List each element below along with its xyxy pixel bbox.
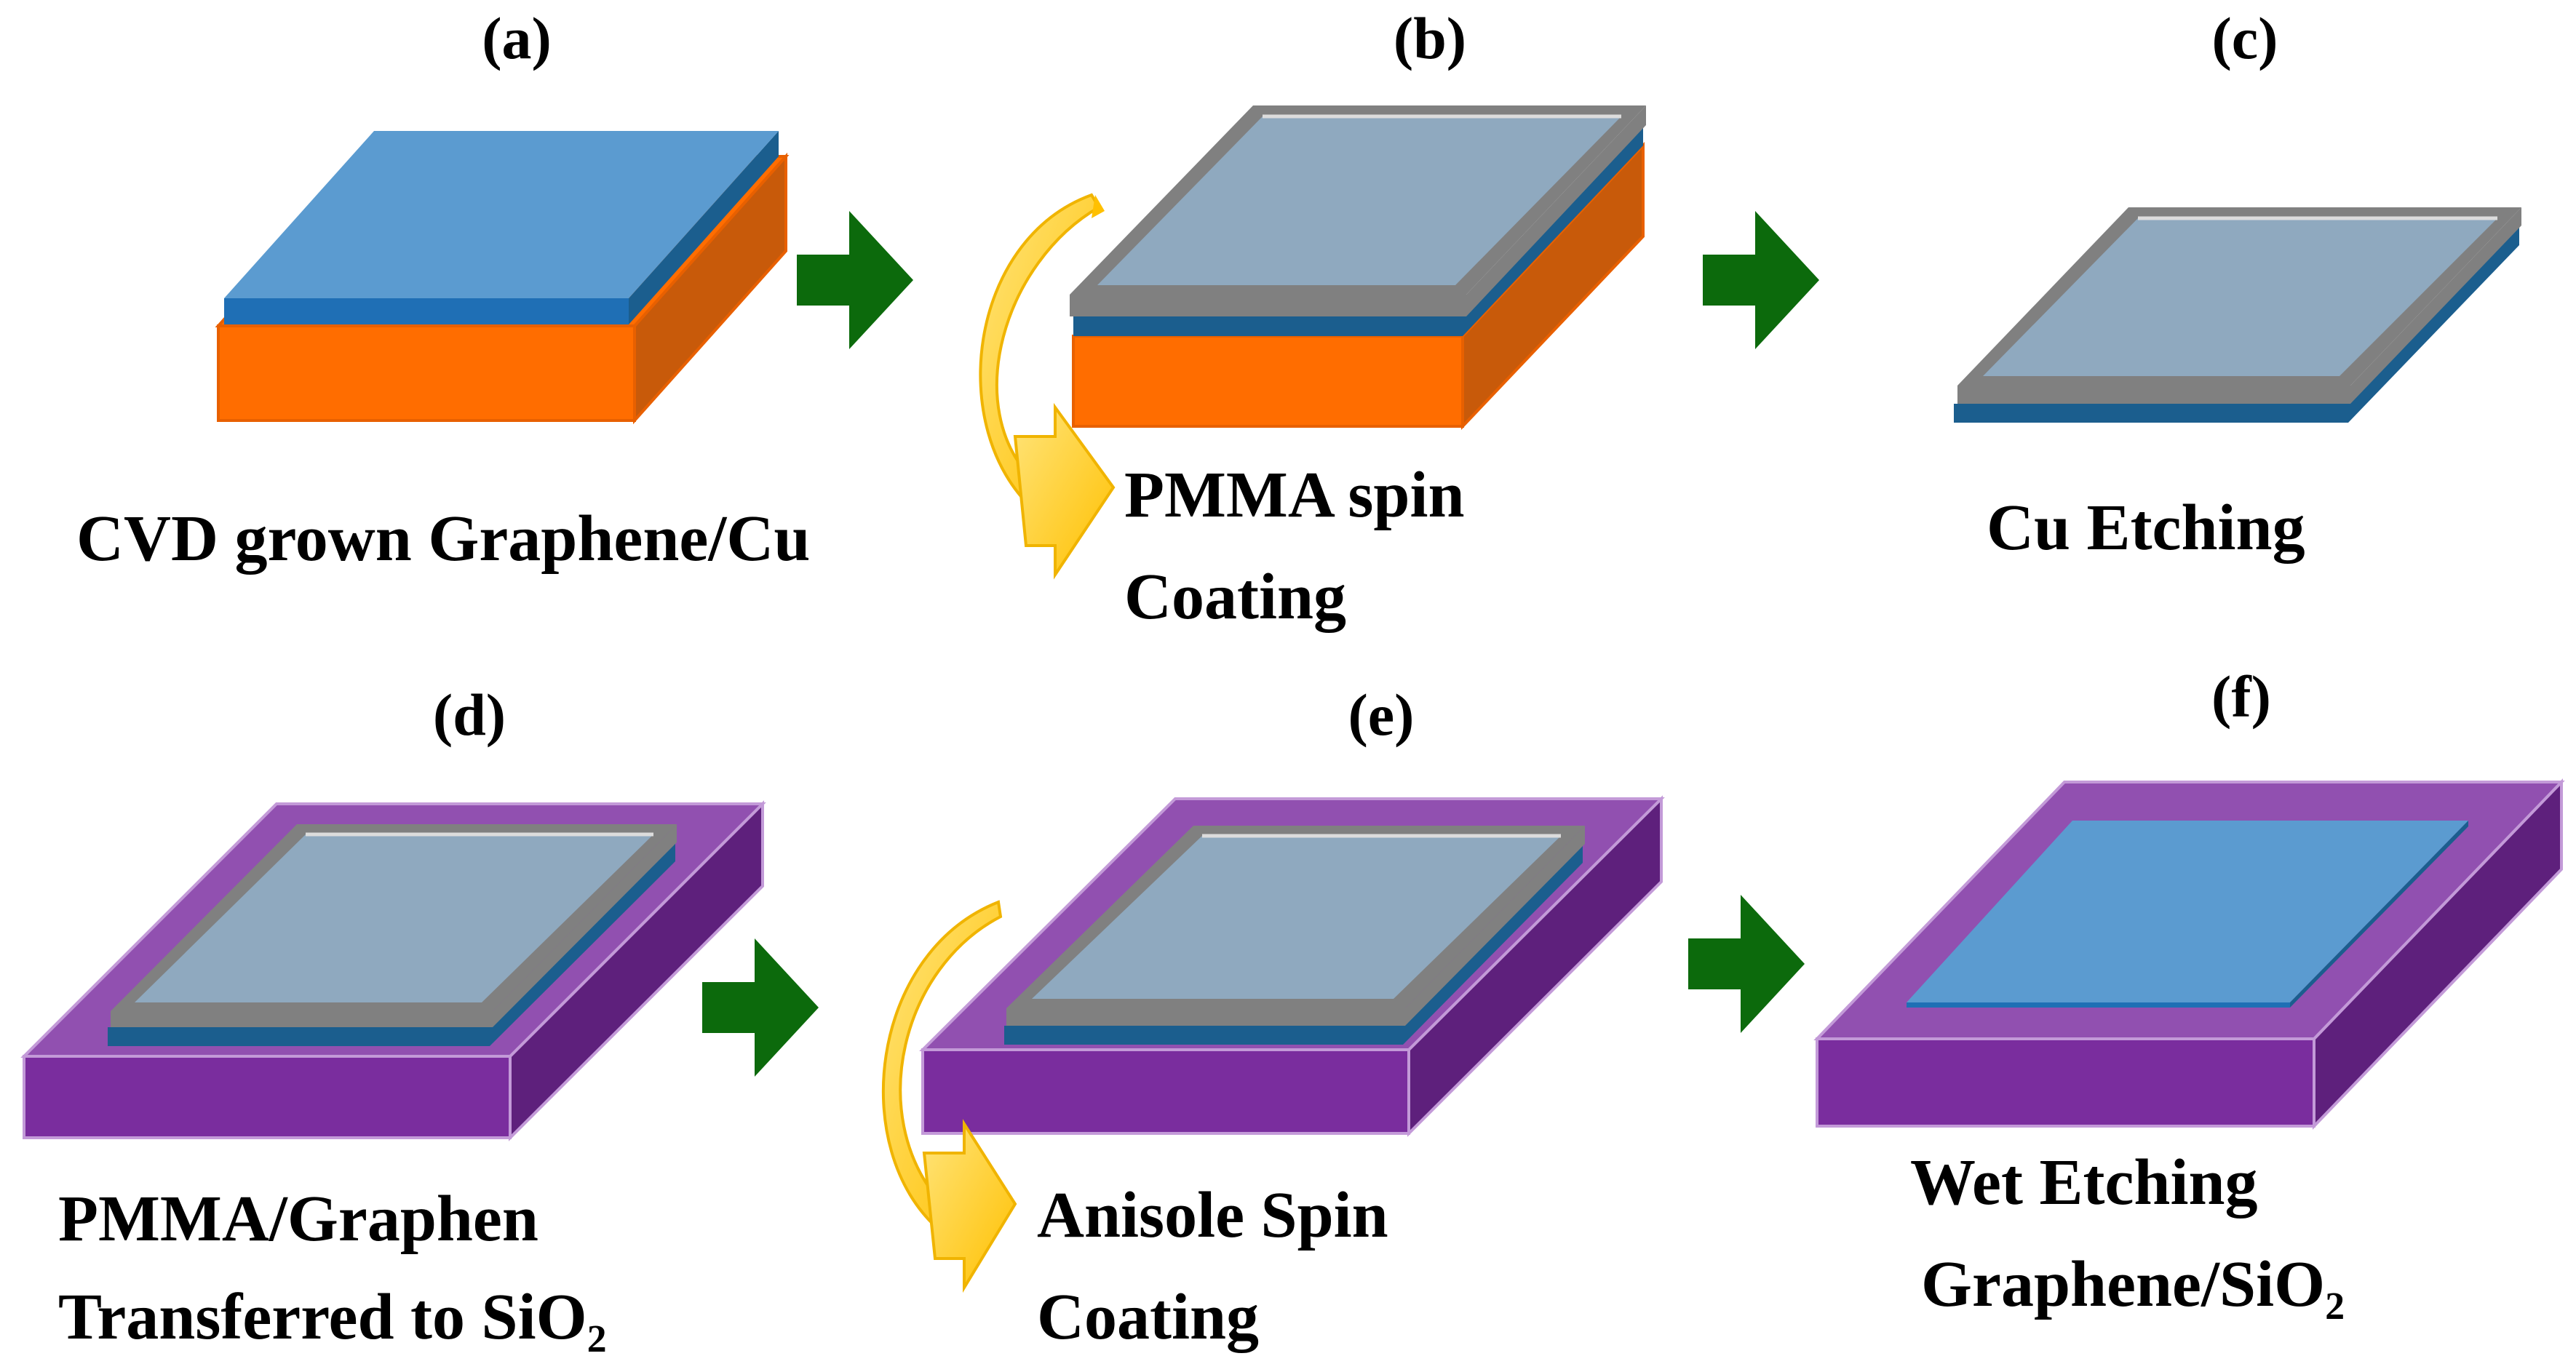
panel-b: (b) [1070,5,1646,431]
pmma-layer [1957,207,2521,404]
panel-label-a: (a) [482,5,552,71]
pmma-layer [111,824,677,1027]
caption-e: Anisole Spin Coating [1037,1179,1404,1353]
panel-label-d: (d) [433,682,506,748]
panel-e: (e) [919,682,1665,1137]
graphene-layer [108,842,675,1046]
panel-f: (f) [1813,663,2565,1130]
caption-b: PMMA spin Coating [1124,459,1481,633]
panel-c: (c) [1954,5,2521,423]
panel-a: (a) [215,5,790,425]
graphene-layer [1907,821,2468,1008]
pmma-layer [1070,105,1646,316]
panel-label-c: (c) [2211,5,2278,71]
green-right-arrow-icon [1703,211,1819,349]
caption-a: CVD grown Graphene/Cu [76,503,810,575]
green-right-arrow-icon [1688,895,1805,1033]
graphene-layer [224,131,779,324]
panel-label-e: (e) [1348,682,1414,748]
copper-substrate [1072,141,1645,431]
green-right-arrow-icon [797,211,913,349]
curved-yellow-arrow-icon [881,900,1017,1293]
caption-d: PMMA/Graphen Transferred to SiO₂ [58,1183,607,1353]
green-right-arrow-icon [702,938,819,1077]
pmma-layer [1006,826,1585,1026]
caption-c: Cu Etching [1987,492,2305,564]
caption-f: Wet Etching Graphene/SiO₂ [1910,1146,2345,1320]
graphene-layer [1954,227,2519,423]
panel-label-f: (f) [2211,663,2271,730]
graphene-layer [1073,125,1643,336]
curved-yellow-arrow-icon [979,193,1116,580]
panel-label-b: (b) [1394,5,1466,71]
panel-d: (d) [20,682,766,1141]
graphene-layer [1004,844,1583,1045]
